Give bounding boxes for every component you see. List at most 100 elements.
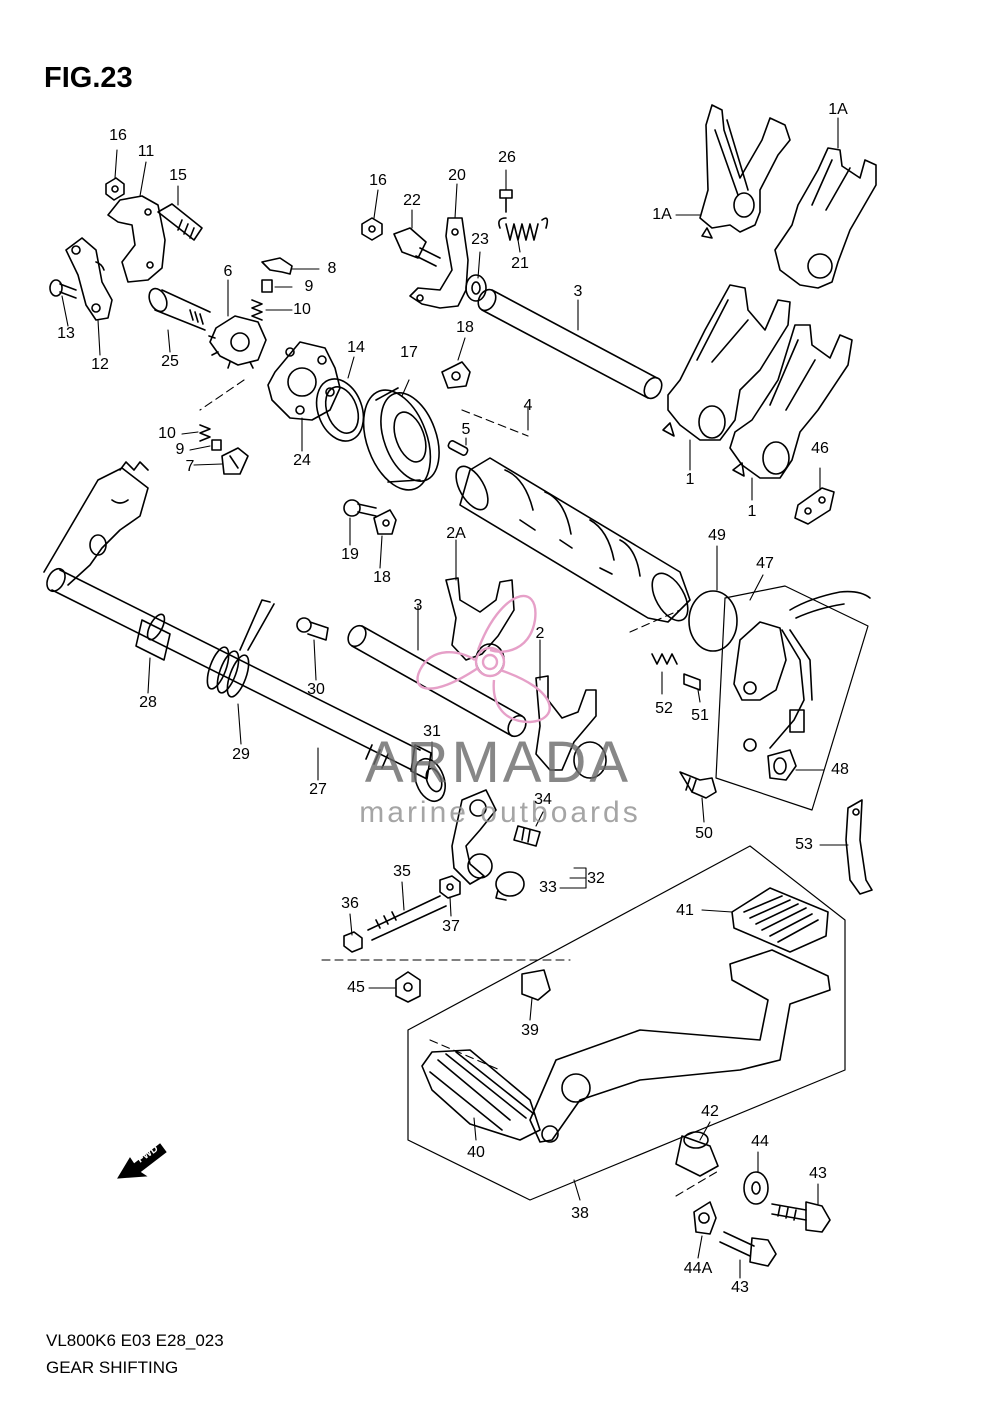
bolt-19[interactable] [343,499,377,517]
bracket-53[interactable] [845,799,873,895]
pedal-box [407,845,846,1201]
spring-29[interactable] [203,599,275,699]
callout-15: 15 [169,167,187,184]
callout-43: 43 [809,1165,827,1182]
callout-9: 9 [176,441,185,458]
watermark-subtitle: marine outboards [359,796,640,829]
spring-21[interactable] [498,217,549,241]
bolt-43-a[interactable] [771,1201,831,1233]
callout-19: 19 [341,546,359,563]
callout-29: 29 [232,746,250,763]
callout-2a: 2A [446,525,466,542]
screw-26[interactable] [499,189,513,213]
part-5-pin[interactable] [447,440,469,456]
nut-36[interactable] [343,931,363,953]
stud-22[interactable] [393,227,441,267]
bearing-17[interactable] [351,381,450,499]
cap-39[interactable] [521,969,551,1001]
stud-15[interactable] [157,203,203,241]
callout-34: 34 [534,791,552,808]
nut-45[interactable] [395,971,421,1003]
callout-4: 4 [524,397,533,414]
part-10-spring-top[interactable] [251,299,263,321]
joint-33[interactable] [495,871,525,901]
nut-37[interactable] [439,875,461,899]
callout-8: 8 [328,260,337,277]
screw-13[interactable] [49,279,77,299]
callout-46: 46 [811,440,829,457]
lever-32[interactable] [451,789,497,885]
bolt-34[interactable] [513,825,541,847]
watermark-brand: ARMADA [365,730,631,795]
part-10-spring-low[interactable] [199,424,211,442]
fork-shaft-3-mid[interactable] [345,622,530,739]
part-7-block[interactable] [221,447,249,475]
callout-24: 24 [293,452,311,469]
callout-47: 47 [756,555,774,572]
callout-18: 18 [373,569,391,586]
pin-51[interactable] [683,673,701,691]
callout-44: 44 [751,1133,769,1150]
footpeg-rubber-40[interactable] [421,1049,541,1141]
part-46-plate[interactable] [794,487,835,525]
bolt-43-b[interactable] [719,1231,777,1267]
shift-fork-1a-right[interactable] [774,147,877,289]
callout-17: 17 [400,344,418,361]
sensor-48[interactable] [743,738,797,781]
oil-seal-14[interactable] [308,372,371,447]
cam-plate-24[interactable] [267,341,341,421]
callout-20: 20 [448,167,466,184]
pedal-lever[interactable] [529,949,831,1143]
pedal-pad-41[interactable] [731,887,829,953]
watermark-logo [416,594,551,724]
washer-44a[interactable] [693,1201,717,1235]
bushing-28[interactable] [135,612,171,661]
bearing-31[interactable] [409,755,450,806]
callout-11: 11 [138,143,155,160]
stopper-6[interactable] [208,315,267,369]
callout-21: 21 [511,255,529,272]
spring-52[interactable] [651,653,678,665]
shift-fork-1-b[interactable] [729,324,853,479]
pin-30[interactable] [296,617,329,641]
shift-drum-4[interactable] [450,457,696,627]
callout-9: 9 [305,278,314,295]
plate-12[interactable] [65,237,113,321]
washer-44[interactable] [743,1171,769,1205]
bushing-42[interactable] [675,1131,719,1177]
gear-position-switch-47[interactable] [733,590,871,749]
callout-3: 3 [574,283,583,300]
shift-fork-1a-left[interactable] [699,104,791,239]
callout-31: 31 [423,723,441,740]
callout-32: 32 [587,870,605,887]
bolt-50[interactable] [679,771,717,799]
washer-23[interactable] [465,274,487,302]
callout-52: 52 [655,700,673,717]
shift-fork-1-a[interactable] [662,284,791,441]
callout-45: 45 [347,979,365,996]
callout-43: 43 [731,1279,749,1296]
fork-shaft-3-top[interactable] [475,287,665,402]
nut-16-mid[interactable] [361,217,383,241]
callout-49: 49 [708,527,726,544]
shift-fork-2[interactable] [535,675,607,779]
gearshift-arm[interactable] [43,461,149,586]
callout-10: 10 [293,301,311,318]
bracket-11[interactable] [107,195,166,283]
callout-36: 36 [341,895,359,912]
bolt-25[interactable] [146,286,211,331]
figure-code: VL800K6 E03 E28_023 [46,1331,224,1350]
callout-44a: 44A [684,1260,713,1277]
part-18-plate-top[interactable] [441,361,471,389]
o-ring-49[interactable] [688,590,738,652]
leader-lines [61,117,849,1279]
part-9-pin-low[interactable] [211,439,222,451]
callout-48: 48 [831,761,849,778]
part-8-arm[interactable] [261,257,293,275]
part-9-pin-top[interactable] [261,279,273,293]
callout-16: 16 [369,172,387,189]
rod-35[interactable] [367,895,447,941]
nut-16-left[interactable] [105,177,125,201]
arm-20[interactable] [409,217,469,309]
part-18-plate-low[interactable] [373,509,397,535]
